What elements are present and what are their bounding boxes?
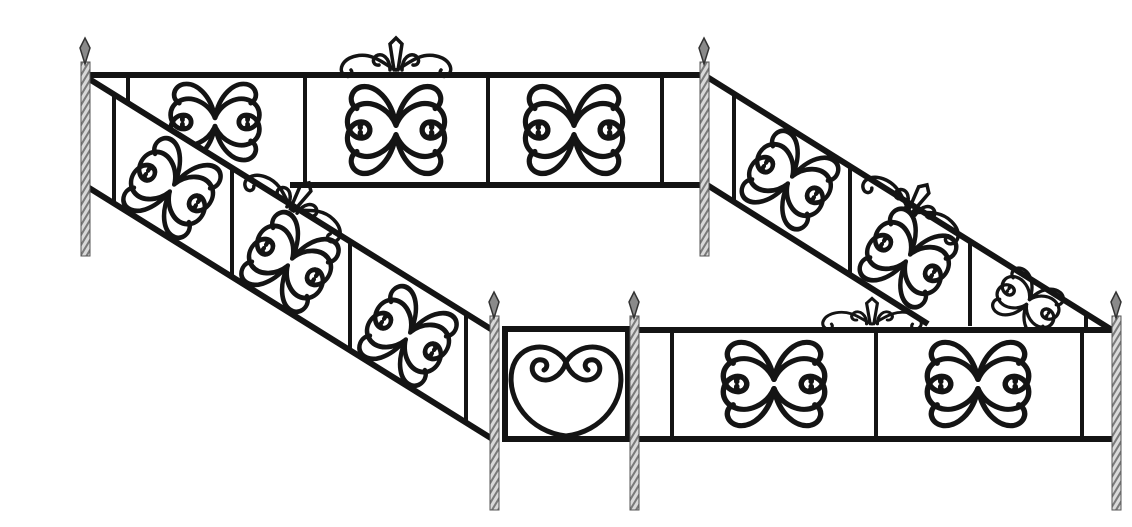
fence-posts xyxy=(79,36,1122,511)
gate-panel xyxy=(502,326,631,442)
post-back-right xyxy=(698,36,710,257)
post-gate xyxy=(628,290,640,511)
left-oblique-fence-section xyxy=(84,74,496,443)
post-back-left xyxy=(79,36,91,257)
post-front-left xyxy=(488,290,500,511)
post-front-right xyxy=(1110,290,1122,511)
right-oblique-fence-section xyxy=(702,72,1114,342)
front-right-fence-section xyxy=(636,296,1114,442)
